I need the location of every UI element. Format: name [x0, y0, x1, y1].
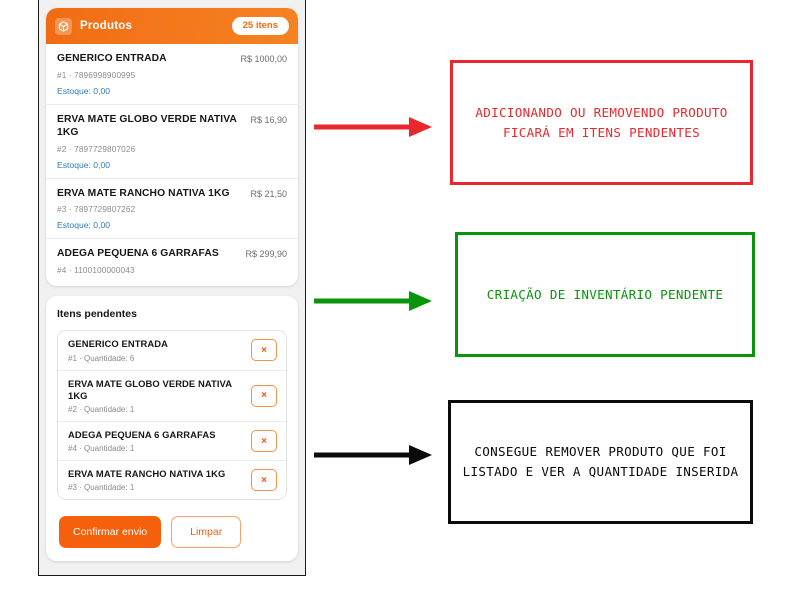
- product-code: #4 · 1100100000043: [57, 266, 135, 276]
- product-price: R$ 299,90: [245, 249, 287, 260]
- pending-item-name: GENERICO ENTRADA: [68, 338, 169, 350]
- pending-item-name: ERVA MATE RANCHO NATIVA 1KG: [68, 468, 226, 480]
- products-title: Produtos: [80, 20, 133, 32]
- product-row[interactable]: ADEGA PEQUENA 6 GARRAFAS R$ 299,90 #4 · …: [46, 239, 298, 286]
- pending-item-name: ADEGA PEQUENA 6 GARRAFAS: [68, 428, 216, 440]
- remove-item-button[interactable]: ×: [251, 430, 277, 453]
- annotation-box-red: ADICIONANDO OU REMOVENDO PRODUTO FICARÁ …: [450, 60, 753, 185]
- app-scroll-container[interactable]: Produtos 25 itens GENERICO ENTRADA R$ 10…: [39, 0, 305, 575]
- remove-item-button[interactable]: ×: [251, 469, 277, 492]
- product-name: ERVA MATE GLOBO VERDE NATIVA 1KG: [57, 113, 237, 138]
- product-price: R$ 1000,00: [240, 54, 287, 64]
- red-annotation-arrow: [314, 117, 432, 137]
- product-stock: Estoque: 0,00: [57, 85, 111, 96]
- annotation-text-green: CRIAÇÃO DE INVENTÁRIO PENDENTE: [486, 286, 724, 302]
- black-annotation-arrow: [314, 445, 432, 465]
- annotation-box-black: CONSEGUE REMOVER PRODUTO QUE FOI LISTADO…: [448, 400, 753, 524]
- remove-item-button[interactable]: ×: [251, 339, 277, 362]
- product-price: R$ 16,90: [250, 114, 287, 125]
- pending-item-quantity: #4 · Quantidade: 1: [68, 444, 135, 454]
- pending-item-quantity: #3 · Quantidade: 1: [68, 483, 135, 493]
- product-row[interactable]: ERVA MATE RANCHO NATIVA 1KG R$ 21,50 #3 …: [46, 179, 298, 240]
- product-row[interactable]: GENERICO ENTRADA R$ 1000,00 #1 · 7896998…: [46, 44, 298, 105]
- confirm-submit-button[interactable]: Confirmar envio: [59, 516, 162, 549]
- pending-items-list: GENERICO ENTRADA #1 · Quantidade: 6 × ER…: [57, 330, 287, 501]
- annotation-text-black: CONSEGUE REMOVER PRODUTO QUE FOI LISTADO…: [462, 444, 739, 479]
- green-annotation-arrow: [314, 291, 432, 311]
- pending-list-item: ERVA MATE RANCHO NATIVA 1KG #3 · Quantid…: [58, 461, 286, 499]
- items-count-badge: 25 itens: [231, 17, 289, 35]
- product-list: GENERICO ENTRADA R$ 1000,00 #1 · 7896998…: [46, 44, 298, 287]
- pending-list-item: ADEGA PEQUENA 6 GARRAFAS #4 · Quantidade…: [58, 422, 286, 462]
- product-code: #2 · 7897729807026: [57, 144, 136, 154]
- pending-item-name: ERVA MATE GLOBO VERDE NATIVA 1KG: [68, 377, 232, 401]
- products-card: Produtos 25 itens GENERICO ENTRADA R$ 10…: [46, 8, 298, 287]
- product-code: #3 · 7897729807262: [57, 205, 136, 215]
- product-code: #1 · 7896998900995: [57, 70, 136, 80]
- product-name: ERVA MATE RANCHO NATIVA 1KG: [57, 187, 230, 199]
- pending-items-title: Itens pendentes: [57, 308, 137, 321]
- pending-items-card: Itens pendentes GENERICO ENTRADA #1 · Qu…: [46, 296, 298, 562]
- action-buttons: Confirmar envio Limpar: [57, 516, 287, 549]
- product-price: R$ 21,50: [250, 188, 287, 199]
- pending-item-quantity: #2 · Quantidade: 1: [68, 404, 135, 414]
- remove-item-button[interactable]: ×: [251, 384, 277, 407]
- annotation-box-green: CRIAÇÃO DE INVENTÁRIO PENDENTE: [455, 232, 755, 357]
- pending-list-item: ERVA MATE GLOBO VERDE NATIVA 1KG #2 · Qu…: [58, 371, 286, 422]
- product-name: GENERICO ENTRADA: [57, 53, 167, 64]
- package-icon: [55, 17, 72, 35]
- clear-button[interactable]: Limpar: [171, 516, 242, 549]
- app-screenshot-frame: Produtos 25 itens GENERICO ENTRADA R$ 10…: [38, 0, 306, 576]
- product-stock: Estoque: 0,00: [57, 159, 111, 170]
- products-card-header: Produtos 25 itens: [46, 8, 298, 44]
- product-row[interactable]: ERVA MATE GLOBO VERDE NATIVA 1KG R$ 16,9…: [46, 105, 298, 179]
- product-name: ADEGA PEQUENA 6 GARRAFAS: [57, 248, 219, 260]
- annotation-text-red: ADICIONANDO OU REMOVENDO PRODUTO FICARÁ …: [475, 104, 728, 140]
- pending-list-item: GENERICO ENTRADA #1 · Quantidade: 6 ×: [58, 331, 286, 371]
- product-stock: Estoque: 0,00: [57, 220, 111, 231]
- pending-item-quantity: #1 · Quantidade: 6: [68, 353, 135, 363]
